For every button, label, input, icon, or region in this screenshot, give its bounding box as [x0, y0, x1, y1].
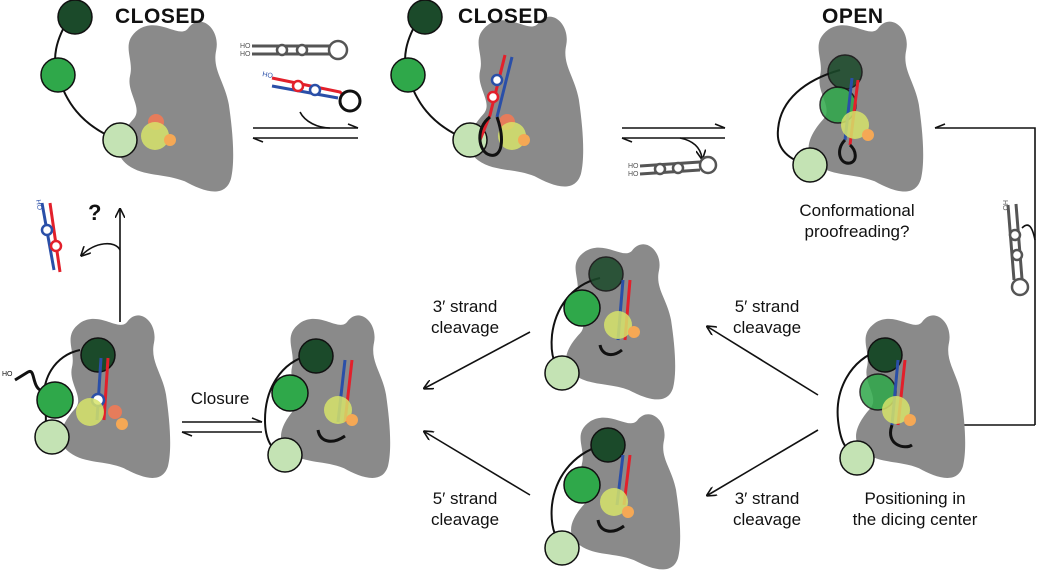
positioning-line-2: the dicing center	[852, 510, 978, 529]
state-closed-product: HO	[2, 315, 171, 478]
pre-mirna-gray: HO HO	[240, 39, 349, 61]
three-prime-cleavage-upper: 3′ strand cleavage	[420, 296, 510, 338]
state-positioning	[836, 315, 966, 478]
state-closed-1	[40, 0, 234, 192]
closure-arrow	[181, 417, 263, 437]
domain-light-green	[102, 122, 138, 158]
five-prime-lower-line-2: cleavage	[430, 510, 500, 529]
domain-mid-green	[40, 57, 76, 93]
three-prime-lower-line-2: cleavage	[732, 510, 802, 529]
five-prime-upper-line-1: 5′ strand	[734, 297, 800, 316]
arrow-to-upper-cleavage	[708, 327, 819, 396]
svg-text:HO: HO	[240, 51, 251, 58]
three-prime-cleavage-lower: 3′ strand cleavage	[722, 488, 812, 530]
incoming-hairpin-vertical: HO	[1001, 200, 1030, 297]
five-prime-cleavage-upper: 5′ strand cleavage	[722, 296, 812, 338]
pre-mirna-colored: HO	[262, 71, 362, 113]
arrow-to-lower-cleavage	[708, 429, 819, 495]
positioning-label: Positioning in the dicing center	[830, 488, 1000, 530]
state-label-open: OPEN	[822, 5, 884, 28]
equilibrium-arrow-2-3	[621, 123, 726, 158]
state-open	[776, 21, 924, 192]
question-mark: ?	[88, 200, 102, 225]
conformational-line-1: Conformational	[799, 201, 915, 220]
state-label-closed-2: CLOSED	[458, 5, 549, 28]
positioning-line-1: Positioning in	[864, 489, 966, 508]
svg-text:HO: HO	[262, 71, 274, 80]
arrow-lower-to-product	[425, 432, 531, 496]
state-upper-cleavage	[544, 244, 676, 400]
svg-text:HO: HO	[1001, 200, 1008, 211]
three-prime-upper-line-1: 3′ strand	[432, 297, 498, 316]
five-prime-lower-line-1: 5′ strand	[432, 489, 498, 508]
equilibrium-arrow-1-2	[252, 111, 359, 143]
released-hairpin: HO HO	[628, 155, 718, 178]
svg-text:HO: HO	[2, 371, 13, 378]
three-prime-upper-line-2: cleavage	[430, 318, 500, 337]
svg-text:HO: HO	[628, 171, 639, 178]
conformational-proofreading-label: Conformational proofreading?	[782, 200, 932, 242]
released-duplex: HO	[34, 199, 63, 273]
release-arrow	[82, 210, 120, 322]
five-prime-cleavage-lower: 5′ strand cleavage	[420, 488, 510, 530]
five-prime-upper-line-2: cleavage	[732, 318, 802, 337]
three-prime-lower-line-1: 3′ strand	[734, 489, 800, 508]
domain-dark-green	[57, 0, 93, 35]
state-closed-2	[390, 0, 584, 187]
svg-text:HO: HO	[240, 43, 251, 50]
state-label-closed-1: CLOSED	[115, 5, 206, 28]
closure-label: Closure	[190, 389, 250, 408]
arrow-upper-to-product	[425, 331, 531, 388]
svg-text:HO: HO	[34, 199, 43, 211]
conformational-line-2: proofreading?	[804, 222, 910, 241]
svg-text:HO: HO	[628, 163, 639, 170]
state-product	[263, 315, 391, 478]
state-lower-cleavage	[544, 414, 681, 570]
